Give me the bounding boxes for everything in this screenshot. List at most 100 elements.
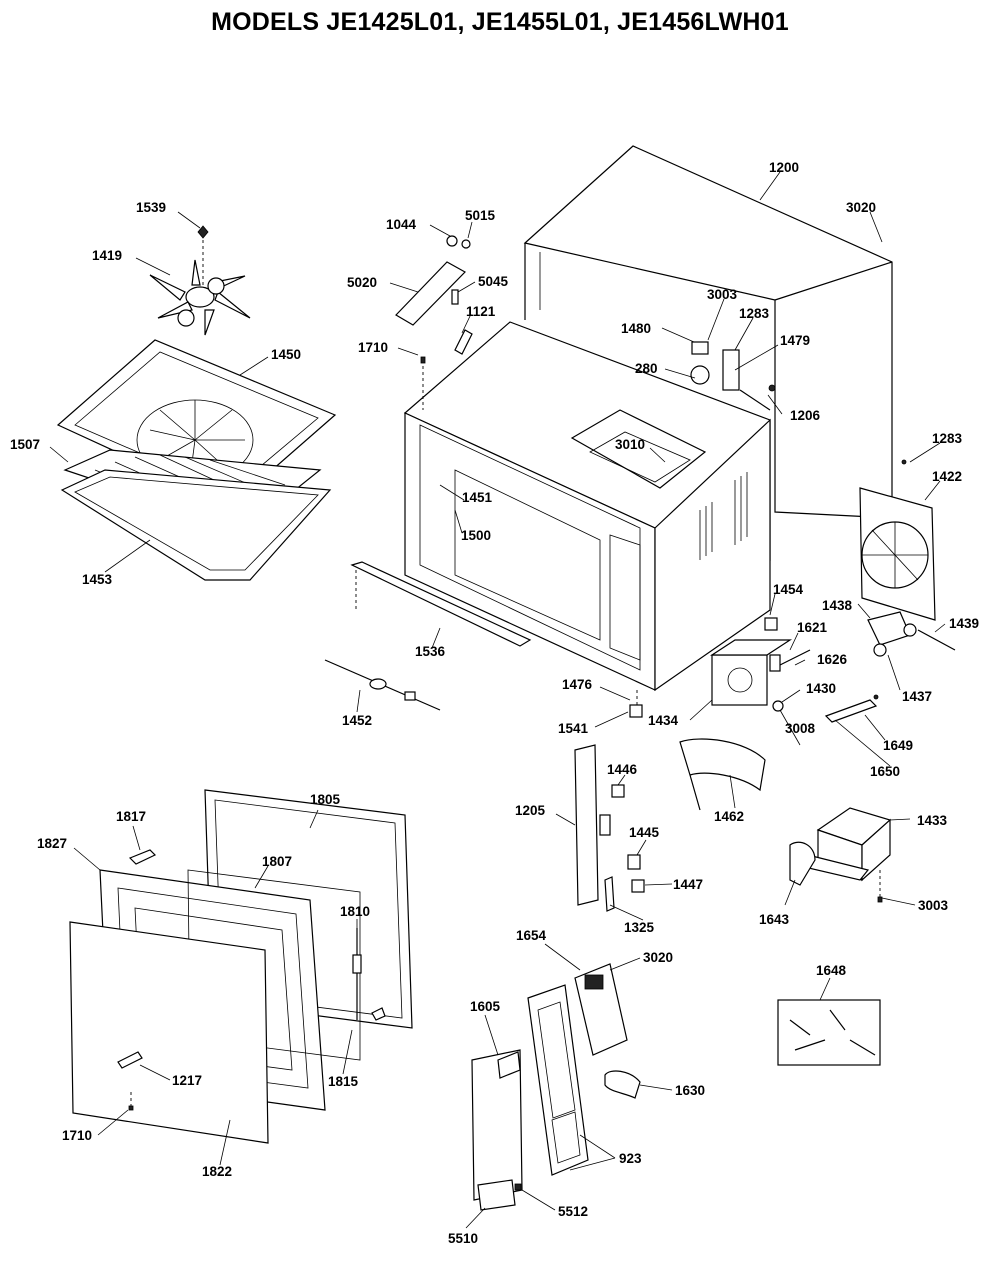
label-1605: 1605 xyxy=(470,999,501,1014)
fuse-1541 xyxy=(629,704,643,718)
label-1283-top: 1283 xyxy=(739,306,770,321)
label-1044: 1044 xyxy=(386,217,417,232)
label-1438: 1438 xyxy=(822,598,853,613)
label-1710-top: 1710 xyxy=(358,340,388,355)
spring-part xyxy=(461,239,471,249)
door-assembly xyxy=(69,789,413,1144)
fan-motor-assembly xyxy=(859,459,956,657)
label-1430: 1430 xyxy=(806,681,836,696)
label-1626: 1626 xyxy=(817,652,848,667)
transformer-area xyxy=(789,807,892,903)
harness-kit-1648 xyxy=(777,999,881,1066)
label-1446: 1446 xyxy=(607,762,638,777)
side-vents xyxy=(699,472,748,560)
diode-1643 xyxy=(789,841,816,886)
switch-1446 xyxy=(611,784,625,798)
label-1452: 1452 xyxy=(342,713,372,728)
label-280: 280 xyxy=(635,361,658,376)
label-1643: 1643 xyxy=(759,912,790,927)
thermal-cutout-bracket xyxy=(722,349,740,391)
waveguide-cover xyxy=(570,409,707,489)
label-1507: 1507 xyxy=(10,437,40,452)
label-1439: 1439 xyxy=(949,616,979,631)
label-1648: 1648 xyxy=(816,963,847,978)
label-1462: 1462 xyxy=(714,809,744,824)
label-1450: 1450 xyxy=(271,347,301,362)
lamp-bulb xyxy=(690,365,710,385)
label-1325: 1325 xyxy=(624,920,655,935)
fan-nut xyxy=(197,225,209,239)
door-hook-1817 xyxy=(128,849,157,865)
label-1476: 1476 xyxy=(562,677,593,692)
label-1422: 1422 xyxy=(932,469,962,484)
label-5020: 5020 xyxy=(347,275,377,290)
door-screen-1822 xyxy=(69,921,269,1144)
switch-1447 xyxy=(631,879,645,893)
label-1536: 1536 xyxy=(415,644,446,659)
label-1650: 1650 xyxy=(870,764,900,779)
label-3020-top: 3020 xyxy=(846,200,876,215)
label-1200: 1200 xyxy=(769,160,799,175)
label-5045: 5045 xyxy=(478,274,509,289)
label-1434: 1434 xyxy=(648,713,679,728)
label-1451: 1451 xyxy=(462,490,493,505)
screw-5045 xyxy=(451,289,459,305)
label-3003-bottom: 3003 xyxy=(918,898,949,913)
label-1437: 1437 xyxy=(902,689,932,704)
label-1630: 1630 xyxy=(675,1083,705,1098)
bracket-1649 xyxy=(824,699,878,723)
fan-blade xyxy=(149,259,251,336)
label-1539: 1539 xyxy=(136,200,166,215)
label-1419: 1419 xyxy=(92,248,122,263)
part-number-labels: 1539 1419 1450 1507 1453 1044 5015 5020 … xyxy=(10,160,979,1246)
convection-fan-assembly xyxy=(56,225,337,581)
cam-part xyxy=(446,235,458,247)
label-1810: 1810 xyxy=(340,904,370,919)
label-1822: 1822 xyxy=(202,1164,232,1179)
label-3008: 3008 xyxy=(785,721,816,736)
label-1206: 1206 xyxy=(790,408,821,423)
label-1827: 1827 xyxy=(37,836,67,851)
label-1433: 1433 xyxy=(917,813,948,828)
label-3010: 3010 xyxy=(615,437,645,452)
label-1121: 1121 xyxy=(466,304,496,319)
label-1205: 1205 xyxy=(515,803,546,818)
lamp-socket xyxy=(691,341,709,355)
magnetron-area xyxy=(629,617,879,811)
page-title: MODELS JE1425L01, JE1455L01, JE1456LWH01 xyxy=(211,8,789,36)
control-panel-frame xyxy=(527,984,589,1176)
lever-1325 xyxy=(604,876,615,912)
label-1817: 1817 xyxy=(116,809,146,824)
label-1807: 1807 xyxy=(262,854,292,869)
label-3020-bottom: 3020 xyxy=(643,950,673,965)
label-1710-bottom: 1710 xyxy=(62,1128,92,1143)
label-3003-top: 3003 xyxy=(707,287,738,302)
label-5510: 5510 xyxy=(448,1231,478,1246)
label-1541: 1541 xyxy=(558,721,589,736)
knob-1630 xyxy=(604,1070,641,1099)
label-5512: 5512 xyxy=(558,1204,588,1219)
label-1217: 1217 xyxy=(172,1073,202,1088)
label-1453: 1453 xyxy=(82,572,113,587)
control-panel-assembly xyxy=(471,963,641,1211)
door-hook-1217 xyxy=(117,1051,143,1069)
label-1500: 1500 xyxy=(461,528,491,543)
switch-1445 xyxy=(627,854,641,870)
harness-kit-box xyxy=(777,999,881,1066)
label-1454: 1454 xyxy=(773,582,804,597)
label-923: 923 xyxy=(619,1151,642,1166)
label-1815: 1815 xyxy=(328,1074,359,1089)
label-1479: 1479 xyxy=(780,333,810,348)
label-1480: 1480 xyxy=(621,321,651,336)
top-small-parts xyxy=(395,235,473,410)
label-1447: 1447 xyxy=(673,877,703,892)
leader-lines xyxy=(49,171,946,1229)
label-1649: 1649 xyxy=(883,738,913,753)
label-1445: 1445 xyxy=(629,825,660,840)
label-1805: 1805 xyxy=(310,792,341,807)
label-5015: 5015 xyxy=(465,208,496,223)
baking-tray xyxy=(60,469,332,581)
label-1621: 1621 xyxy=(797,620,828,635)
